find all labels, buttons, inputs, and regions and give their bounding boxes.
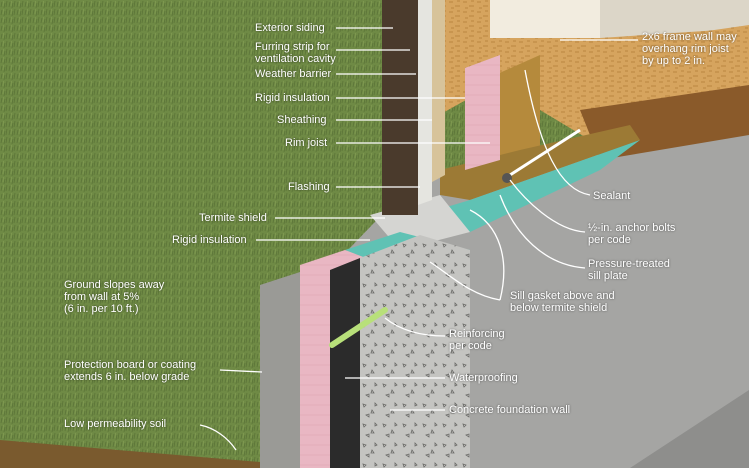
sill-gasket-upper [420,140,640,232]
label-flashing: Flashing [288,181,330,193]
label-exterior-siding: Exterior siding [255,22,325,34]
label-sill-gasket-line2: below termite shield [510,302,608,314]
stud-cavity-insulation [490,0,600,38]
label-sill-gasket: Sill gasket above and below termite shie… [510,290,615,314]
label-ground-slope: Ground slopes away from wall at 5% (6 in… [64,279,164,315]
label-furring-strip: Furring strip for ventilation cavity [255,41,336,65]
label-protection-board-line2: extends 6 in. below grade [64,371,190,383]
label-protection-board-line1: Protection board or coating [64,359,197,371]
label-rigid-insulation-lower: Rigid insulation [172,234,247,246]
label-frame-wall-overhang: 2x6 frame wall may overhang rim joist by… [642,31,737,67]
label-sill-plate-line2: sill plate [588,270,628,282]
soil-region [0,440,330,468]
leader-sealant [524,69,591,196]
anchor-bolt-shape [502,173,512,183]
label-reinforcing: Reinforcing per code [449,328,505,352]
leader-sill-plate [499,194,586,269]
label-ground-slope-line3: (6 in. per 10 ft.) [64,303,139,315]
label-anchor-bolts: ½-in. anchor bolts per code [588,222,675,246]
leader-sill-gasket-lower [429,261,501,301]
interior-wall [600,0,749,38]
sheathing-shape [432,0,445,182]
label-rim-joist: Rim joist [285,137,328,149]
label-low-perm-soil: Low permeability soil [64,418,167,430]
label-waterproofing: Waterproofing [449,372,518,384]
label-concrete-wall: Concrete foundation wall [449,404,571,416]
rebar-shape [329,307,388,348]
label-weather-barrier: Weather barrier [255,68,332,80]
label-frame-wall-line3: by up to 2 in. [642,55,705,67]
label-furring-strip-line2: ventilation cavity [255,53,336,65]
upper-rigid-insulation [465,55,500,170]
waterproofing-layer [330,258,360,468]
protection-board-shape [260,272,300,468]
weather-barrier-shape [418,0,432,205]
leader-soil [199,424,237,451]
label-reinforcing-line2: per code [449,340,492,352]
leader-anchor-bolts [509,179,586,233]
label-termite-shield: Termite shield [199,212,267,224]
slab-shadow [630,390,749,468]
exterior-siding-shape [382,0,418,215]
leader-protection-board [219,369,263,373]
label-sill-gasket-line1: Sill gasket above and [510,290,615,302]
leader-sill-gasket-upper [469,209,505,301]
label-anchor-bolts-line1: ½-in. anchor bolts [588,222,676,234]
leader-reinforcing [384,317,446,337]
label-frame-wall-line2: overhang rim joist [642,43,729,55]
label-sheathing: Sheathing [277,114,327,126]
sill-plate-shape [440,125,640,200]
label-protection-board: Protection board or coating extends 6 in… [64,359,196,383]
label-anchor-bolts-line2: per code [588,234,631,246]
leader-lines [199,27,638,451]
label-frame-wall-line1: 2x6 frame wall may [642,31,737,43]
label-sill-plate-line1: Pressure-treated [588,258,670,270]
label-ground-slope-line2: from wall at 5% [64,291,140,303]
label-reinforcing-line1: Reinforcing [449,328,505,340]
label-sill-plate: Pressure-treated sill plate [588,258,670,282]
label-furring-strip-line1: Furring strip for [255,41,330,53]
sealant-bead [509,128,581,177]
label-ground-slope-line1: Ground slopes away [64,279,165,291]
label-sealant: Sealant [593,190,631,202]
label-rigid-insulation-upper: Rigid insulation [255,92,330,104]
